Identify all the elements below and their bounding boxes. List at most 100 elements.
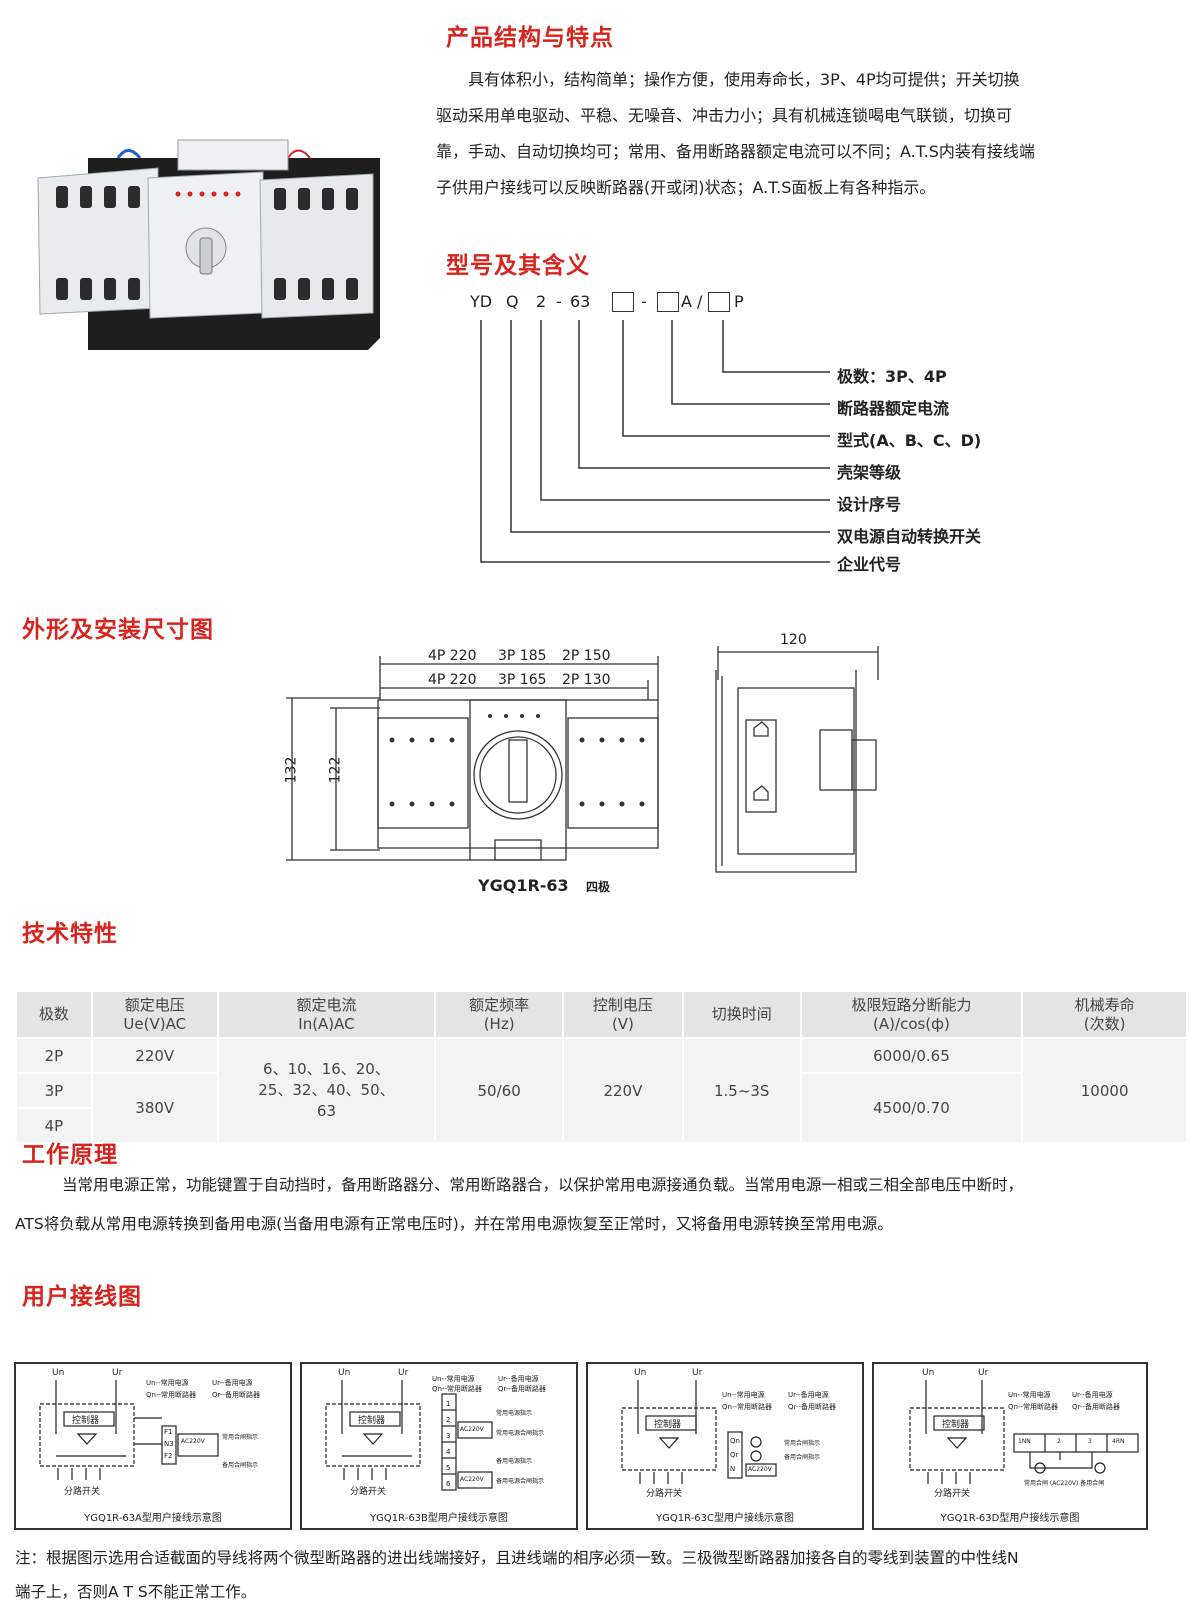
wiring-a-ac: AC220V [181,1438,205,1445]
dim-row1-4p: 4P 220 [428,648,477,664]
table-row: 2P 220V 6、10、16、20、25、32、40、50、63 50/60 … [15,1037,1188,1144]
wiring-b-ac-2: AC220V [460,1476,484,1483]
dimensions-title: 外形及安装尺寸图 [22,617,214,643]
structure-line-3: 靠，手动、自动切换均可；常用、备用断路器额定电流可以不同；A.T.S内装有接线端 [436,142,1035,161]
wiring-a-un: Un [52,1368,65,1378]
wiring-b-label-2: 常用电源合闸指示 [496,1430,545,1437]
wiring-a-legend-2: Ur--备用电源 [212,1379,253,1387]
table-row: 3P 380V 4500/0.70 [15,1072,1187,1144]
principle-title: 工作原理 [22,1142,118,1168]
cell-pole-2p: 2P [15,1037,93,1074]
dim-caption-poles: 四极 [586,880,611,894]
wiring-b-ac-1: AC220V [460,1426,484,1433]
dim-row1-2p: 2P 150 [562,648,611,664]
dim-height-outer: 132 [283,756,300,784]
wiring-b-caption: YGQ1R-63B型用户接线示意图 [370,1513,508,1524]
wiring-b-legend-3: Qn--常用断路器 [432,1385,482,1393]
table-row: 4P [15,1107,1187,1144]
code-a: A [681,292,692,311]
wiring-c-diagram [621,1380,777,1484]
wiring-c-ac: AC220V [748,1466,772,1473]
wiring-a-label-1: 常用合闸指示 [222,1434,259,1441]
wiring-d-controller: 控制器 [942,1420,970,1430]
code-type-box [612,292,634,312]
header-control-voltage: 控制电压(V) [562,990,684,1039]
dim-row2-2p: 2P 130 [562,672,611,688]
wiring-c-caption: YGQ1R-63C型用户接线示意图 [656,1513,794,1524]
wiring-a-legend-4: Qr--备用断路器 [212,1391,260,1399]
wiring-d-term-2: 2 [1057,1438,1061,1445]
cell-switch-time: 1.5~3S [681,1037,802,1144]
wiring-c-label-1: 常用合闸指示 [784,1440,821,1447]
wiring-c-legend-2: Ur--备用电源 [788,1391,829,1399]
cell-voltage-34p: 380V [90,1072,219,1144]
cell-pole-4p: 4P [15,1107,93,1144]
wiring-d-term-4: 4RN [1112,1438,1125,1445]
wiring-panel-a: Un Ur Un--常用电源 Ur--备用电源 Qn--常用断路器 Qr--备用… [14,1362,292,1530]
wiring-c-controller: 控制器 [654,1420,682,1430]
cell-pole-3p: 3P [15,1072,93,1109]
wiring-a-legend-3: Qn--常用断路器 [146,1391,196,1399]
dim-row1-3p: 3P 185 [498,648,547,664]
header-switch-time: 切换时间 [681,990,802,1039]
code-yd: YD [470,292,493,311]
meaning-design: 设计序号 [837,495,902,514]
wiring-d-legend-2: Ur--备用电源 [1072,1391,1113,1399]
wiring-d-branch: 分路开关 [934,1489,971,1499]
meaning-switch: 双电源自动转换开关 [837,527,982,546]
model-title: 型号及其含义 [446,253,590,279]
wiring-d-legend-3: Qn--常用断路器 [1008,1403,1058,1411]
note-line-1: 注：根据图示选用合适截面的导线将两个微型断路器的进出线端接好，且进线端的相序必须… [15,1549,1019,1567]
cell-frequency: 50/60 [434,1037,565,1144]
wiring-a-controller: 控制器 [72,1416,100,1426]
wiring-a-ur: Ur [112,1368,123,1378]
wiring-panel-d: Un Ur Un--常用电源 Ur--备用电源 Qn--常用断路器 Qr--备用… [872,1362,1148,1530]
wiring-c-un: Un [634,1368,647,1378]
code-2: 2 [536,292,547,311]
cell-breaking-2p: 6000/0.65 [799,1037,1024,1074]
header-frequency: 额定频率(Hz) [434,990,565,1039]
cell-breaking-34p: 4500/0.70 [799,1072,1024,1144]
dim-row2-3p: 3P 165 [498,672,547,688]
meaning-type: 型式(A、B、C、D) [837,431,982,450]
code-dash-2: - [641,292,647,311]
wiring-b-legend-1: Un--常用电源 [432,1375,475,1383]
wiring-b-diagram [325,1380,493,1491]
wiring-title: 用户接线图 [22,1284,142,1310]
wiring-d-legend-1: Un--常用电源 [1008,1391,1051,1399]
wiring-b-ur: Ur [398,1368,409,1378]
wiring-b-un: Un [338,1368,351,1378]
cell-control-voltage: 220V [562,1037,684,1144]
meaning-poles: 极数：3P、4P [837,367,947,386]
dim-row2-4p: 4P 220 [428,672,477,688]
code-current-box [657,292,679,312]
cell-current: 6、10、16、20、25、32、40、50、63 [216,1037,437,1144]
wiring-a-caption: YGQ1R-63A型用户接线示意图 [84,1513,222,1524]
structure-line-4: 子供用户接线可以反映断路器(开或闭)状态；A.T.S面板上有各种指示。 [436,178,936,197]
meaning-frame: 壳架等级 [837,463,902,482]
wiring-panel-b: Un Ur Un--常用电源 Ur--备用电源 Qn--常用断路器 Qr--备用… [300,1362,578,1530]
code-63: 63 [570,292,591,311]
wiring-b-label-1: 常用电源指示 [496,1410,533,1417]
wiring-b-legend-4: Qr--备用断路器 [498,1385,546,1393]
cell-voltage-2p: 220V [90,1037,219,1074]
wiring-b-controller: 控制器 [358,1416,386,1426]
code-pole-box [708,292,730,312]
wiring-panel-c: Un Ur Un--常用电源 Ur--备用电源 Qn--常用断路器 Qr--备用… [586,1362,864,1530]
product-photo [28,128,400,368]
wiring-d-un: Un [922,1368,935,1378]
wiring-d-caption: YGQ1R-63D型用户接线示意图 [940,1513,1080,1524]
wiring-a-legend-1: Un--常用电源 [146,1379,189,1387]
wiring-a-branch: 分路开关 [64,1487,101,1497]
wiring-a-label-2: 备用合闸指示 [222,1462,259,1469]
wiring-d-term-3: 3 [1088,1438,1092,1445]
model-lead-lines [480,320,830,563]
wiring-b-legend-2: Ur--备用电源 [498,1375,539,1383]
wiring-a-diagram [39,1380,219,1480]
